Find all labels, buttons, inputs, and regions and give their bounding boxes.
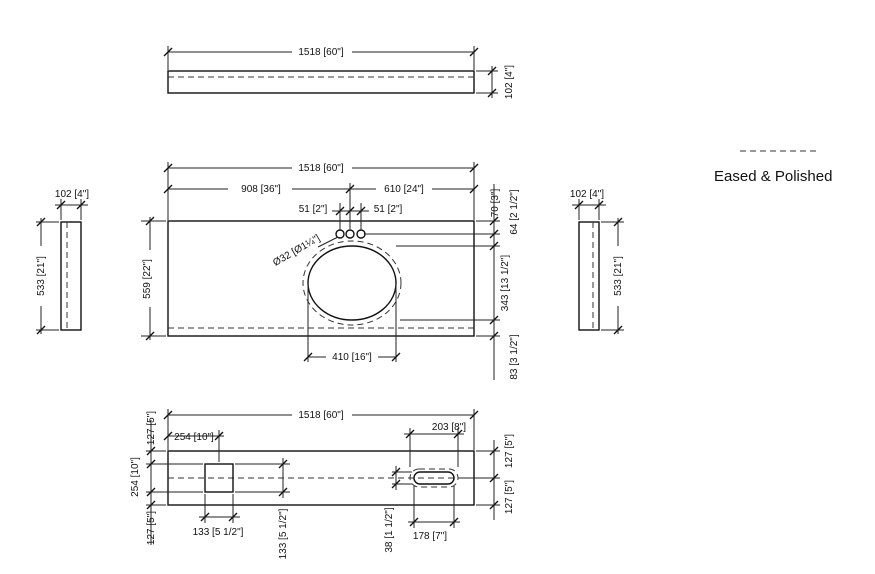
top-view-outline: [167, 70, 475, 94]
slot-height-label: 38 [1 1/2"]: [384, 507, 395, 552]
slot-outline: [409, 468, 459, 488]
right-side-length-label: 533 [21"]: [613, 256, 624, 296]
plan-width-label: 1518 [60"]: [298, 163, 343, 174]
sink-cutout-outline: [302, 240, 402, 326]
sink-width-label: 410 [16"]: [332, 352, 372, 363]
left-side-outline: [60, 221, 82, 331]
top-view: 1518 [60"] 102 [4"]: [163, 46, 515, 99]
bottom-margin-right-label: 127 [5"]: [504, 480, 515, 514]
faucet-spacing-left-label: 51 [2"]: [299, 204, 328, 215]
bottom-width-label: 1518 [60"]: [298, 410, 343, 421]
sink-bowl: [307, 245, 397, 321]
plan-depth-label: 559 [22"]: [142, 259, 153, 299]
slot-length-label: 178 [7"]: [413, 531, 447, 542]
faucet-from-back-label: 70 [3"]: [490, 188, 501, 217]
right-side-outline: [578, 221, 600, 331]
square-height-label: 254 [10"]: [130, 457, 141, 497]
legend-label: Eased & Polished: [714, 168, 832, 185]
top-margin-left-label: 127 [5"]: [146, 411, 157, 445]
faucet-hole-right: [356, 229, 366, 239]
faucet-hole-left: [335, 229, 345, 239]
square-offset-label: 254 [10"]: [174, 432, 214, 443]
faucet-spacing-right-label: 51 [2"]: [374, 204, 403, 215]
bottom-margin-left-label: 127 [5"]: [146, 511, 157, 545]
top-view-height-label: 102 [4"]: [504, 65, 515, 99]
slot-width-label: 203 [8"]: [432, 422, 466, 433]
top-margin-right-label: 127 [5"]: [504, 434, 515, 468]
bottom-view: 1518 [60"] 254 [10"] 127 [5"] 254 [10"] …: [130, 409, 515, 559]
faucet-hole-center: [345, 229, 355, 239]
sink-to-front-label: 83 [3 1/2"]: [509, 334, 520, 379]
sink-depth-label: 343 [13 1/2"]: [500, 255, 511, 312]
left-to-center-label: 908 [36"]: [241, 184, 281, 195]
top-view-width-label: 1518 [60"]: [298, 47, 343, 58]
left-side-thickness-label: 102 [4"]: [55, 189, 89, 200]
right-side-thickness-label: 102 [4"]: [570, 189, 604, 200]
square-cutout: [204, 463, 234, 493]
plan-view: 1518 [60"] 908 [36"] 610 [24"] 51 [2"] 5…: [141, 162, 520, 380]
right-side-view: 102 [4"] 533 [21"]: [570, 189, 624, 335]
countertop-outline: [167, 220, 475, 337]
legend: Eased & Polished: [714, 150, 832, 185]
left-side-length-label: 533 [21"]: [36, 256, 47, 296]
faucet-to-sink-label: 64 [2 1/2"]: [509, 189, 520, 234]
right-to-center-label: 610 [24"]: [384, 184, 424, 195]
slot-cutout: [413, 471, 455, 485]
left-side-view: 102 [4"] 533 [21"]: [36, 189, 89, 335]
square-width-label: 133 [5 1/2"]: [193, 527, 244, 538]
square-depth-label: 133 [5 1/2"]: [278, 508, 289, 559]
